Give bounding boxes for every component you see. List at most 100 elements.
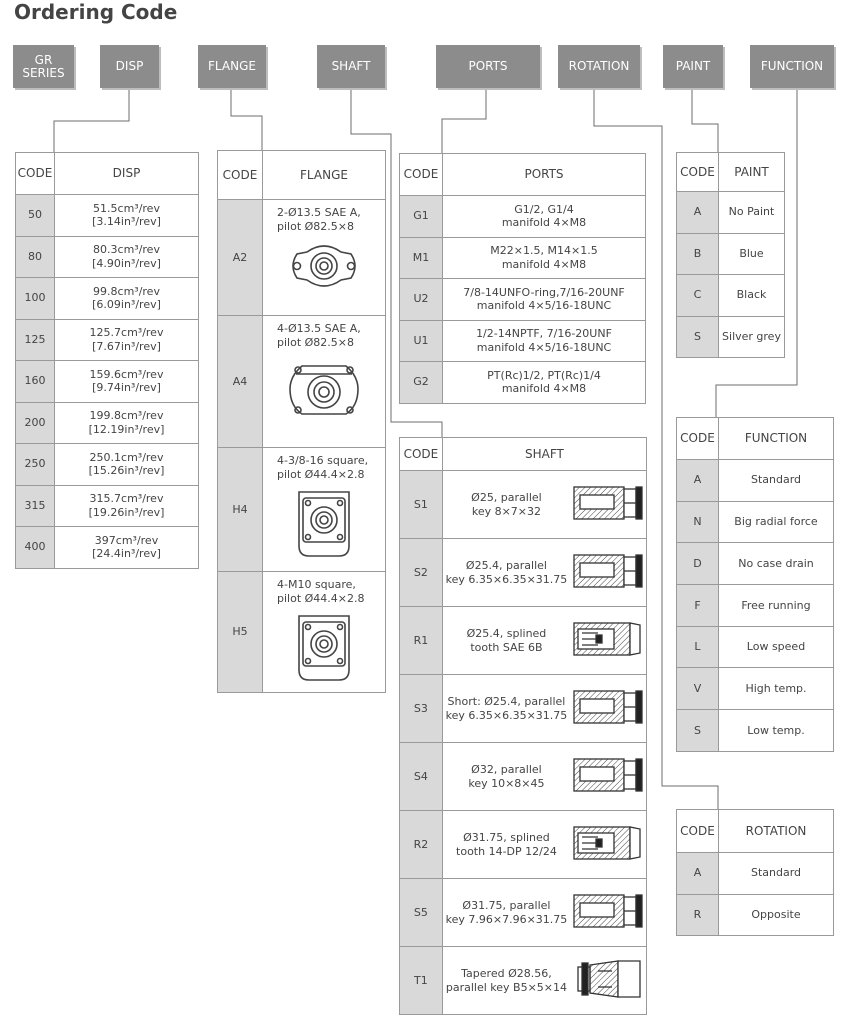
function-value-header: FUNCTION	[718, 417, 834, 460]
rotation-value-header: ROTATION	[718, 809, 834, 853]
header-ports: PORTS	[436, 45, 540, 88]
shaft-code: S4	[399, 742, 443, 811]
disp-code: 250	[15, 443, 55, 486]
rotation-code-header: CODE	[676, 809, 719, 853]
ports-manifold: manifold 4×M8	[501, 382, 587, 396]
flange-code: H5	[217, 571, 263, 693]
shaft-drawing-cell	[570, 470, 648, 539]
function-code: S	[676, 709, 719, 752]
keyed-shaft-drawing	[573, 757, 643, 792]
ports-threads: 7/8-14UNFO-ring,7/16-20UNF	[463, 285, 625, 299]
disp-metric: 80.3cm³/rev	[93, 243, 160, 256]
flange-pilot: pilot Ø82.5×8	[277, 219, 354, 233]
shaft-code: S2	[399, 538, 443, 607]
flange-4-bolt-drawing	[289, 364, 359, 415]
shaft-diameter: Ø31.75, parallel	[462, 898, 551, 912]
disp-metric: 250.1cm³/rev	[89, 450, 164, 464]
ports-threads: PT(Rc)1/2, PT(Rc)1/4	[487, 368, 601, 382]
shaft-key: parallel key B5×5×14	[445, 980, 568, 994]
disp-code: 200	[15, 401, 55, 444]
shaft-key: key 7.96×7.96×31.75	[445, 912, 568, 926]
disp-code: 100	[15, 277, 55, 320]
function-code: N	[676, 500, 719, 544]
paint-value: No Paint	[718, 191, 785, 234]
flange-pilot: pilot Ø82.5×8	[277, 335, 354, 349]
flange-pilot: pilot Ø44.4×2.8	[277, 591, 365, 605]
flange-code: A4	[217, 315, 263, 448]
keyed-shaft-drawing	[573, 485, 643, 520]
ports-manifold: manifold 4×5/16-18UNC	[476, 340, 612, 354]
ports-manifold: manifold 4×5/16-18UNC	[476, 299, 612, 313]
page-title: Ordering Code	[14, 0, 178, 24]
disp-value: 250.1cm³/rev[15.26in³/rev]	[54, 443, 199, 486]
splined-shaft-drawing	[573, 825, 641, 860]
disp-value: 315.7cm³/rev[19.26in³/rev]	[54, 484, 199, 527]
shaft-drawing-cell	[570, 742, 648, 811]
disp-metric: 315.7cm³/rev	[89, 492, 164, 505]
ports-code: U2	[399, 278, 443, 321]
function-value: Low temp.	[718, 709, 834, 752]
flange-value-header: FLANGE	[262, 150, 386, 200]
shaft-key: key 8×7×32	[471, 504, 542, 518]
function-code: L	[676, 625, 719, 669]
shaft-diameter: Ø31.75, splined	[463, 830, 550, 844]
ports-code: G2	[399, 361, 443, 404]
splined-shaft-drawing	[573, 621, 641, 656]
rotation-value: Opposite	[718, 893, 834, 936]
function-value: No case drain	[718, 542, 834, 586]
shaft-key: key 6.35×6.35×31.75	[445, 708, 568, 722]
header-function: FUNCTION	[750, 45, 834, 88]
ports-manifold: manifold 4×M8	[501, 257, 587, 271]
ports-manifold: manifold 4×M8	[501, 216, 587, 230]
header-disp: DISP	[100, 45, 159, 88]
disp-metric: 99.8cm³/rev	[93, 284, 160, 298]
disp-imperial: [4.90in³/rev]	[92, 256, 161, 270]
flange-value: 4-M10 square,pilot Ø44.4×2.8	[262, 571, 386, 693]
disp-code: 80	[15, 235, 55, 278]
disp-metric: 397cm³/rev	[94, 533, 159, 547]
rotation-value: Standard	[718, 852, 834, 895]
shaft-code-header: CODE	[399, 437, 443, 471]
shaft-drawing-cell	[570, 946, 648, 1015]
ports-threads: M22×1.5, M14×1.5	[490, 244, 598, 257]
disp-value: 51.5cm³/rev[3.14in³/rev]	[54, 194, 199, 237]
ports-code: U1	[399, 319, 443, 362]
flange-value: 4-3/8-16 square,pilot Ø44.4×2.8	[262, 447, 386, 572]
function-value: Big radial force	[718, 500, 834, 544]
shaft-code: T1	[399, 946, 443, 1015]
disp-value: 159.6cm³/rev[9.74in³/rev]	[54, 360, 199, 403]
header-paint: PAINT	[663, 45, 723, 88]
rotation-code: A	[676, 852, 719, 895]
shaft-code: S3	[399, 674, 443, 743]
disp-imperial: [7.67in³/rev]	[92, 339, 161, 353]
function-code: V	[676, 667, 719, 711]
disp-code: 400	[15, 526, 55, 569]
flange-square-drawing	[298, 614, 350, 681]
function-code: D	[676, 542, 719, 586]
ports-threads: G1/2, G1/4	[514, 202, 574, 216]
shaft-key: tooth SAE 6B	[470, 640, 543, 654]
shaft-value: Tapered Ø28.56,parallel key B5×5×14	[441, 946, 571, 1015]
shaft-code: R2	[399, 810, 443, 879]
disp-imperial: [9.74in³/rev]	[92, 381, 161, 395]
flange-bolts: 4-3/8-16 square,	[277, 454, 369, 467]
